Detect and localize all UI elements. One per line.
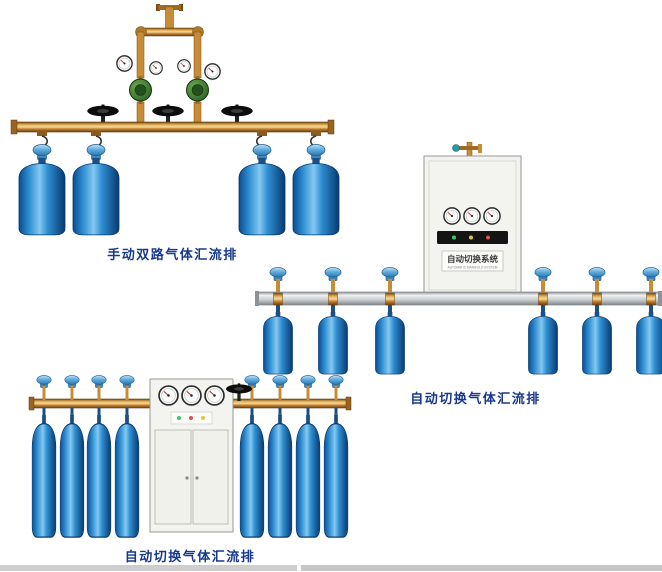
manifold-pipe: [10, 119, 335, 135]
gas-cylinder: [267, 415, 293, 538]
cylinder-station: [18, 131, 66, 236]
gas-cylinder: [18, 158, 66, 236]
gas-cylinder: [636, 312, 662, 375]
cylinder-station: [239, 375, 265, 538]
cylinder-station: [318, 267, 348, 375]
manifold-rail: [255, 291, 662, 306]
cylinder-station: [86, 375, 112, 538]
nameplate: [441, 250, 504, 272]
cylinder-station: [582, 267, 612, 375]
control-cabinet: [149, 378, 234, 533]
pressure-gauge: [181, 385, 202, 406]
caption-manual-dual: 手动双路气体汇流排: [107, 247, 238, 262]
cylinder-cap: [642, 267, 660, 281]
page-edge-left: [0, 565, 297, 571]
gas-cylinder: [114, 415, 140, 538]
cylinder-station: [263, 267, 293, 375]
cylinder-cap: [32, 144, 52, 160]
header-pipe-assembly: [135, 4, 204, 125]
cabinet-subtitle: AUTOMATIC MANIFOLD SYSTEM: [448, 266, 498, 270]
pressure-gauge: [443, 207, 461, 225]
gas-cylinder: [86, 415, 112, 538]
cylinder-station: [72, 131, 120, 236]
pressure-gauge: [483, 207, 501, 225]
cylinder-cap: [300, 375, 316, 388]
figure-auto-switch-manifold-right: 自动切换系统 AUTOMATIC MANIFOLD SYSTEM: [255, 142, 662, 408]
pressure-gauge: [158, 385, 179, 406]
caption-auto-switch-right: 自动切换气体汇流排: [410, 391, 541, 406]
cylinder-cap: [86, 144, 106, 160]
cylinder-station: [636, 267, 662, 375]
figure-auto-switch-manifold-bottom: 自动切换气体汇流排: [25, 374, 355, 569]
indicator-light: [486, 235, 490, 240]
door-handle: [195, 476, 199, 480]
cabinet-top-valve: [452, 142, 482, 159]
pressure-gauge: [204, 385, 225, 406]
cylinder-cap: [588, 267, 606, 281]
pressure-gauge: [149, 61, 163, 75]
cylinder-station: [528, 267, 558, 375]
gas-cylinder: [239, 415, 265, 538]
gas-cylinder: [31, 415, 57, 538]
cylinder-station: [59, 375, 85, 538]
control-cabinet: 自动切换系统 AUTOMATIC MANIFOLD SYSTEM: [423, 155, 522, 296]
gas-cylinder: [295, 415, 321, 538]
cabinet-door: [192, 429, 229, 525]
indicator-light: [452, 235, 456, 240]
auto-switch-manifold-image: 自动切换系统 AUTOMATIC MANIFOLD SYSTEM: [255, 142, 662, 375]
cylinder-cap: [534, 267, 552, 281]
pressure-gauge: [177, 59, 191, 73]
cylinder-station: [31, 375, 57, 538]
cylinder-cap: [381, 267, 399, 281]
cylinder-station: [292, 131, 340, 236]
indicator-light: [177, 416, 181, 420]
cylinder-cap: [91, 375, 107, 388]
cabinet-title: 自动切换系统: [447, 254, 499, 264]
cylinder-station: [114, 375, 140, 538]
cylinder-cap: [64, 375, 80, 388]
indicator-light: [469, 235, 473, 240]
figure-manual-dual-manifold: 手动双路气体汇流排: [0, 0, 345, 264]
gas-cylinder: [59, 415, 85, 538]
cylinder-cap: [36, 375, 52, 388]
cylinder-station: [295, 375, 321, 538]
gas-cylinder: [72, 158, 120, 236]
caption-auto-switch-bottom: 自动切换气体汇流排: [124, 549, 256, 564]
cylinder-cap: [324, 267, 342, 281]
pressure-gauge: [116, 55, 133, 72]
cylinder-station: [238, 131, 286, 236]
cylinder-station: [267, 375, 293, 538]
gas-cylinder: [323, 415, 349, 538]
door-handle: [185, 476, 189, 480]
gas-cylinder: [375, 312, 405, 375]
cylinder-cap: [328, 375, 344, 388]
pressure-gauge: [463, 207, 481, 225]
gas-cylinder: [263, 312, 293, 375]
gas-cylinder: [528, 312, 558, 375]
indicator-light: [189, 416, 193, 420]
page-edge-right: [301, 565, 662, 571]
cylinder-station: [323, 375, 349, 538]
cylinder-cap: [272, 375, 288, 388]
gas-cylinder: [318, 312, 348, 375]
gas-cylinder: [582, 312, 612, 375]
cylinder-cap: [119, 375, 135, 388]
auto-switch-manifold-image: [28, 375, 352, 538]
pressure-regulator: [129, 76, 152, 104]
cabinet-door: [154, 429, 192, 525]
manual-dual-manifold-image: [10, 4, 340, 236]
cylinder-station: [375, 267, 405, 375]
indicator-light: [201, 416, 205, 420]
cylinder-cap: [269, 267, 287, 281]
pressure-gauge: [204, 63, 221, 80]
pressure-regulator: [186, 76, 209, 104]
